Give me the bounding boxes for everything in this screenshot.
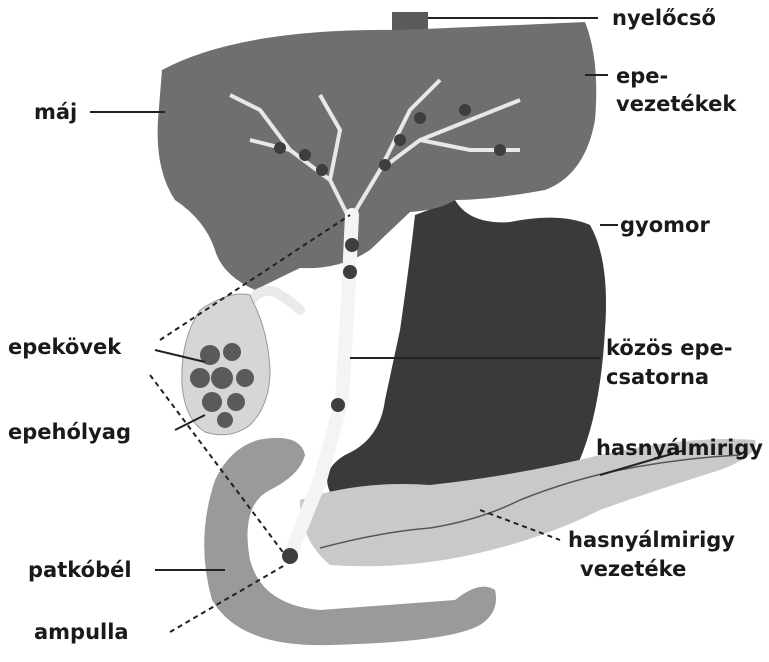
label-esophagus: nyelőcső	[612, 6, 716, 30]
label-pancreatic-duct-2: vezetéke	[580, 557, 686, 581]
label-gallstones: epekövek	[8, 335, 121, 359]
label-bile-ducts-2: vezetékek	[616, 92, 736, 116]
label-liver: máj	[34, 100, 77, 124]
label-bile-ducts-1: epe-	[616, 64, 668, 88]
label-gallbladder: epehólyag	[8, 420, 131, 444]
label-pancreas: hasnyálmirigy	[596, 436, 763, 460]
cystic-duct	[252, 291, 300, 310]
label-pancreatic-duct-1: hasnyálmirigy	[568, 528, 735, 552]
label-ampulla: ampulla	[34, 620, 129, 644]
label-common-duct-1: közös epe-	[606, 336, 733, 360]
label-stomach: gyomor	[620, 213, 710, 237]
label-duodenum: patkóbél	[28, 558, 132, 582]
label-common-duct-2: csatorna	[606, 365, 709, 389]
